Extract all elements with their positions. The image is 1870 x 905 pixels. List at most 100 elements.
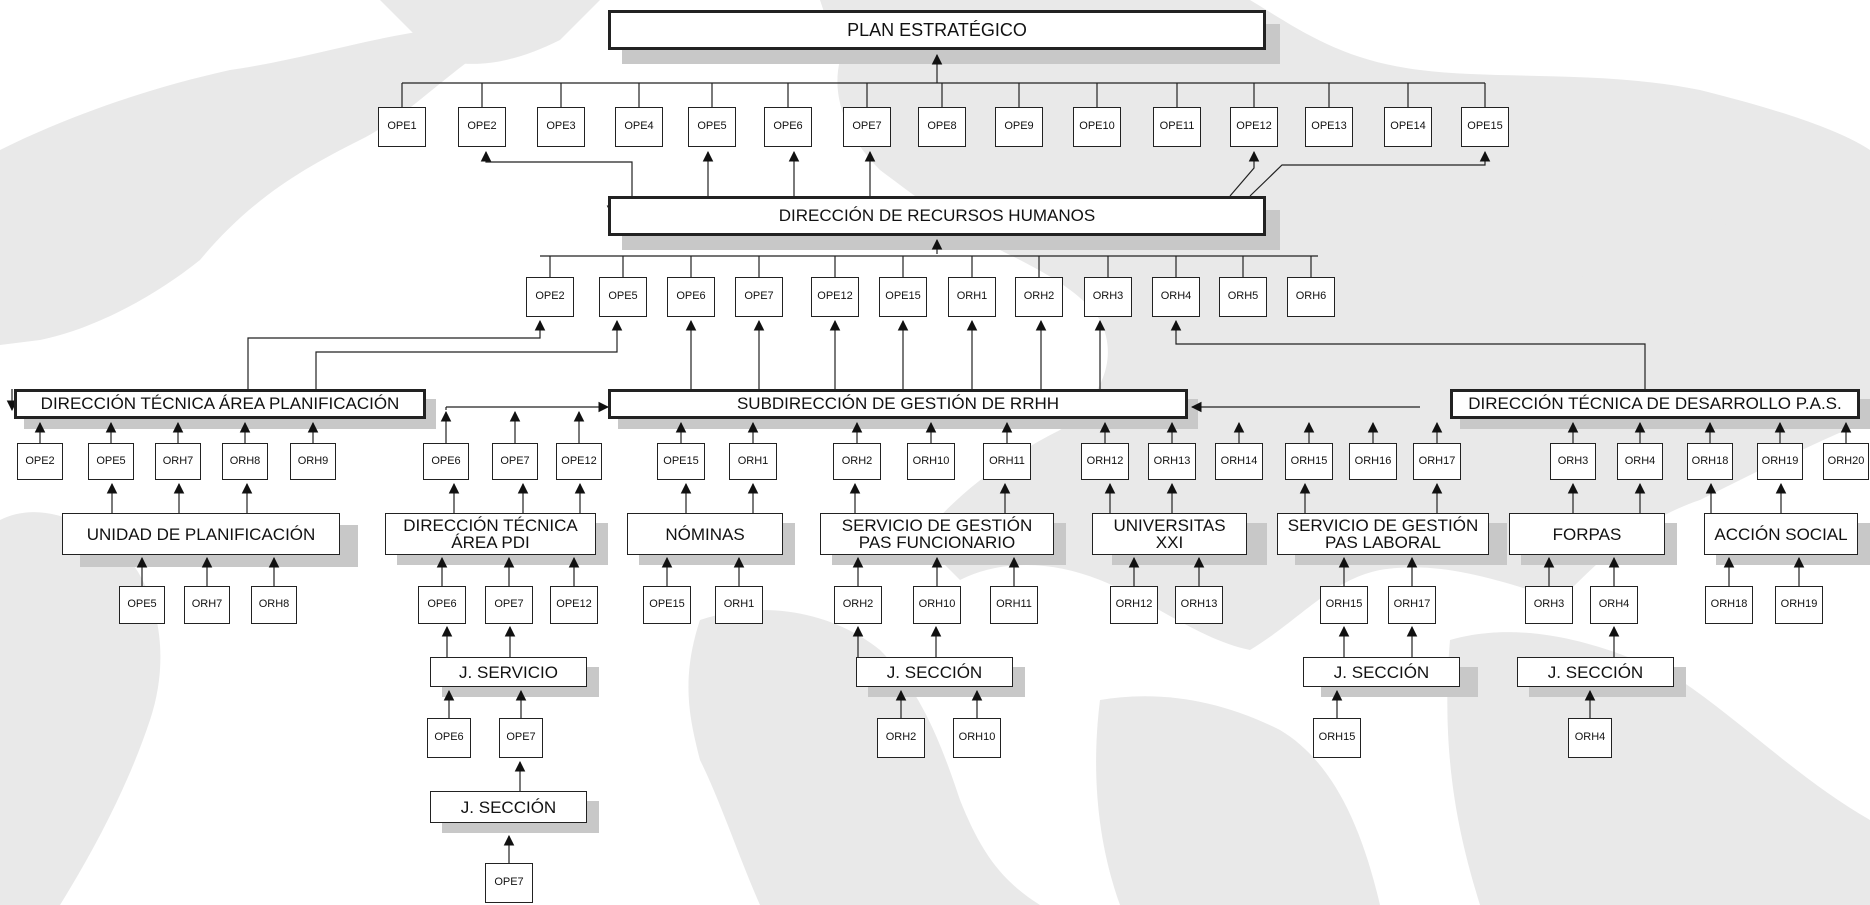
spl-objective-1-box: ORH17 <box>1388 586 1436 624</box>
jefe-seccion-spf-box: J. SECCIÓN <box>856 657 1013 687</box>
drh-objective-2-box: OPE6 <box>667 277 715 317</box>
drh-to-ope2 <box>480 150 633 196</box>
dtap-objective-1-box: OPE5 <box>88 443 134 480</box>
objective-ope5-box: OPE5 <box>688 107 736 147</box>
direccion-tecnica-planificacion-box: DIRECCIÓN TÉCNICA ÁREA PLANIFICACIÓN <box>14 389 426 419</box>
universitas-xxi-box: UNIVERSITAS XXI <box>1092 513 1247 555</box>
drh-objective-1-box: OPE5 <box>599 277 647 317</box>
objective-ope1-box: OPE1 <box>378 107 426 147</box>
spf-objective-1-box: ORH10 <box>913 586 961 624</box>
uxxi-objective-0-box: ORH12 <box>1110 586 1158 624</box>
unidad-planificacion-box: UNIDAD DE PLANIFICACIÓN <box>62 513 340 555</box>
nominas-objective-1-box: ORH1 <box>715 586 763 624</box>
drh-objective-8-box: ORH3 <box>1084 277 1132 317</box>
drh-objective-4-box: OPE12 <box>811 277 859 317</box>
jefe-seccion-spl-box: J. SECCIÓN <box>1303 657 1460 687</box>
forpas-objective-1-box: ORH4 <box>1590 586 1638 624</box>
forpas-objective-0-box: ORH3 <box>1525 586 1573 624</box>
objective-ope9-box: OPE9 <box>995 107 1043 147</box>
objective-ope10-box: OPE10 <box>1073 107 1121 147</box>
sub-objective-3-box: ORH10 <box>907 443 955 480</box>
dtap-objective-4-box: ORH9 <box>290 443 336 480</box>
social-objective-0-box: ORH18 <box>1705 586 1753 624</box>
unidad-objective-1-box: ORH7 <box>184 586 230 624</box>
objective-ope8-box: OPE8 <box>918 107 966 147</box>
dtpdi-objective-0-box: OPE6 <box>418 586 466 624</box>
dtap-objective-0-box: OPE2 <box>17 443 63 480</box>
objective-ope15-box: OPE15 <box>1461 107 1509 147</box>
drh-objective-11-box: ORH6 <box>1287 277 1335 317</box>
drh-objective-7-box: ORH2 <box>1015 277 1063 317</box>
jsec_spf-objective-1-box: ORH10 <box>953 718 1001 758</box>
drh-objective-3-box: OPE7 <box>735 277 783 317</box>
pdi-objective-2-box: OPE12 <box>556 443 602 480</box>
jefe-servicio-box: J. SERVICIO <box>430 657 587 687</box>
jsec_spf-objective-0-box: ORH2 <box>877 718 925 758</box>
direccion-tecnica-pas-box: DIRECCIÓN TÉCNICA DE DESARROLLO P.A.S. <box>1450 389 1860 419</box>
nominas-box: NÓMINAS <box>627 513 783 555</box>
jefe-seccion-forpas-box: J. SECCIÓN <box>1517 657 1674 687</box>
spf-objective-0-box: ORH2 <box>834 586 882 624</box>
sub-objective-5-box: ORH12 <box>1081 443 1129 480</box>
jsec_for-objective-0-box: ORH4 <box>1568 718 1612 758</box>
direccion-tecnica-pdi-box: DIRECCIÓN TÉCNICA ÁREA PDI <box>385 513 596 555</box>
sub-objective-0-box: OPE15 <box>657 443 705 480</box>
pas-objective-0-box: ORH3 <box>1550 443 1596 480</box>
drh-objective-9-box: ORH4 <box>1152 277 1200 317</box>
objective-ope14-box: OPE14 <box>1384 107 1432 147</box>
jserv-objective-0-box: OPE6 <box>427 718 471 758</box>
pas-objective-1-box: ORH4 <box>1617 443 1663 480</box>
dtap-objective-2-box: ORH7 <box>155 443 201 480</box>
unidad-objective-2-box: ORH8 <box>251 586 297 624</box>
accion-social-box: ACCIÓN SOCIAL <box>1704 513 1858 555</box>
subdireccion-gestion-rrhh-box: SUBDIRECCIÓN DE GESTIÓN DE RRHH <box>608 389 1188 419</box>
drh-objective-0-box: OPE2 <box>526 277 574 317</box>
sub-objective-6-box: ORH13 <box>1148 443 1196 480</box>
direccion-rrhh-box: DIRECCIÓN DE RECURSOS HUMANOS <box>608 196 1266 236</box>
objective-ope12-box: OPE12 <box>1230 107 1278 147</box>
drh-objective-6-box: ORH1 <box>948 277 996 317</box>
uxxi-objective-1-box: ORH13 <box>1175 586 1223 624</box>
jserv-objective-1-box: OPE7 <box>499 718 543 758</box>
dtpdi-objective-2-box: OPE12 <box>550 586 598 624</box>
objective-ope4-box: OPE4 <box>615 107 663 147</box>
objective-ope6-box: OPE6 <box>764 107 812 147</box>
spl-objective-0-box: ORH15 <box>1320 586 1368 624</box>
sub-objective-4-box: ORH11 <box>983 443 1031 480</box>
pdi-objective-1-box: OPE7 <box>492 443 538 480</box>
forpas-box: FORPAS <box>1509 513 1665 555</box>
sub-objective-7-box: ORH14 <box>1215 443 1263 480</box>
pas-to-orh4 <box>1170 319 1646 389</box>
drh-objective-5-box: OPE15 <box>879 277 927 317</box>
dtap-objective-3-box: ORH8 <box>222 443 268 480</box>
social-objective-1-box: ORH19 <box>1775 586 1823 624</box>
servicio-pas-laboral-box: SERVICIO DE GESTIÓN PAS LABORAL <box>1277 513 1489 555</box>
sub-objective-9-box: ORH16 <box>1349 443 1397 480</box>
sub-objective-10-box: ORH17 <box>1413 443 1461 480</box>
drh-to-ope15 <box>1249 150 1491 197</box>
nominas-objective-0-box: OPE15 <box>643 586 691 624</box>
pas-objective-2-box: ORH18 <box>1687 443 1733 480</box>
sub-objective-2-box: ORH2 <box>833 443 881 480</box>
objective-ope13-box: OPE13 <box>1305 107 1353 147</box>
dtpdi-objective-1-box: OPE7 <box>485 586 533 624</box>
objective-ope11-box: OPE11 <box>1153 107 1201 147</box>
dtap-to-ope2 <box>247 319 546 389</box>
plan-estrategico-box: PLAN ESTRATÉGICO <box>608 10 1266 50</box>
drh-objective-10-box: ORH5 <box>1219 277 1267 317</box>
jsec_pdi-objective-0-box: OPE7 <box>485 863 533 903</box>
jsec_spl-objective-0-box: ORH15 <box>1313 718 1361 758</box>
jefe-seccion-pdi-box: J. SECCIÓN <box>430 791 587 823</box>
sub-objective-1-box: ORH1 <box>729 443 777 480</box>
pdi-objective-0-box: OPE6 <box>423 443 469 480</box>
pas-objective-3-box: ORH19 <box>1757 443 1803 480</box>
unidad-objective-0-box: OPE5 <box>119 586 165 624</box>
drh-to-ope12 <box>1229 150 1260 197</box>
spf-objective-2-box: ORH11 <box>990 586 1038 624</box>
objective-ope2-box: OPE2 <box>458 107 506 147</box>
pas-objective-4-box: ORH20 <box>1823 443 1869 480</box>
sub-objective-8-box: ORH15 <box>1285 443 1333 480</box>
